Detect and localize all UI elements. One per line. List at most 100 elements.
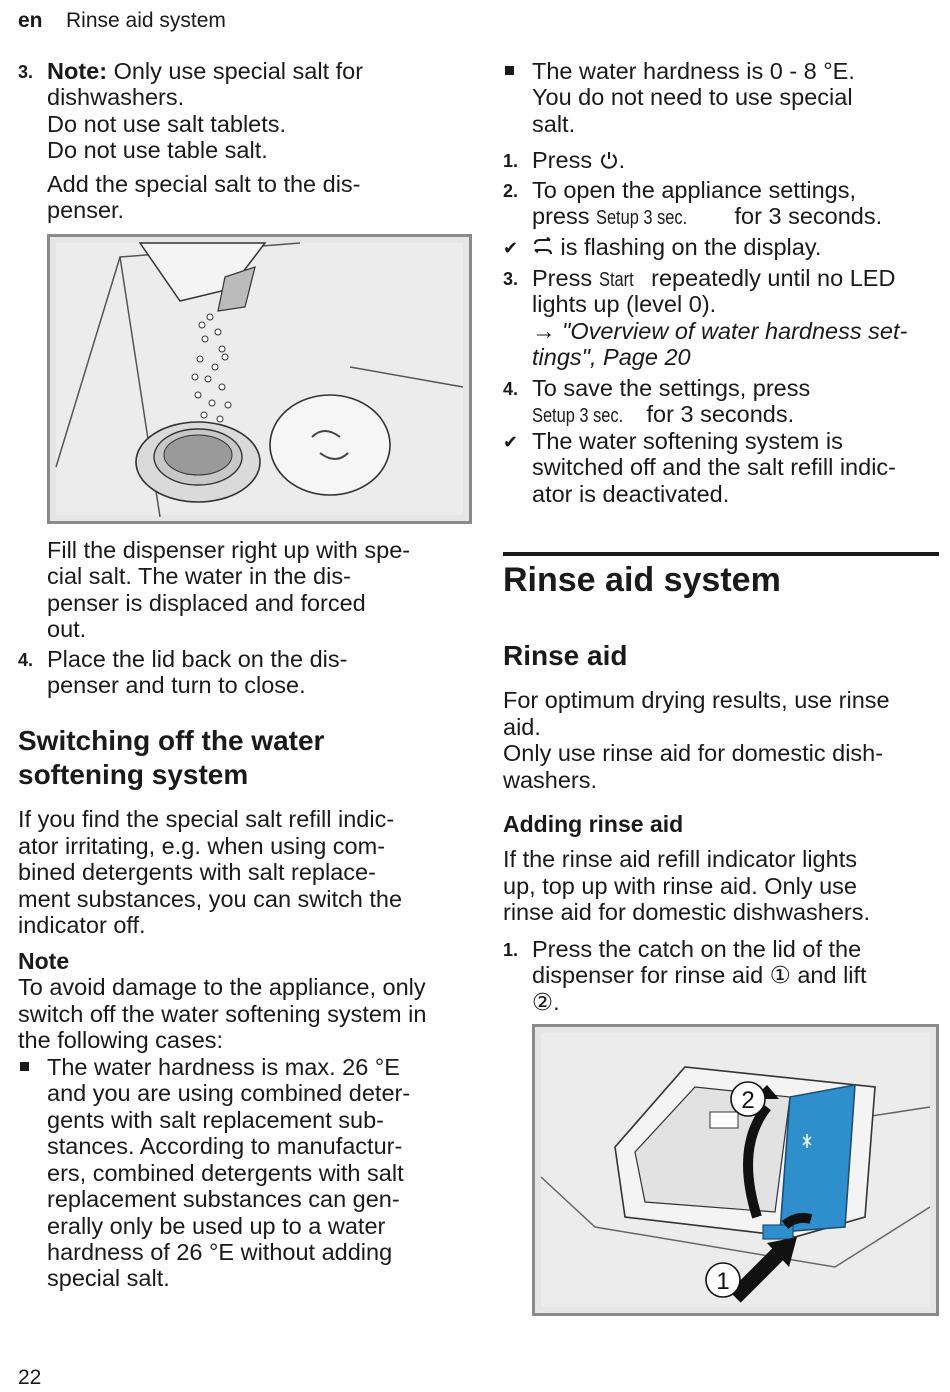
step-3-add-line: Add the special salt to the dis- <box>47 171 361 197</box>
paragraph-line: up, top up with rinse aid. Only use <box>503 873 858 899</box>
paragraph-line: washers. <box>503 767 598 793</box>
step-3-pre: Press <box>532 265 593 291</box>
bullet-line: salt. <box>532 111 576 137</box>
cross-reference[interactable]: tings", Page 20 <box>532 344 691 370</box>
step-4-line: Place the lid back on the dis- <box>47 646 348 672</box>
power-icon <box>600 152 617 169</box>
salt-dispenser-illustration <box>47 234 472 524</box>
step-number: 1. <box>503 151 519 171</box>
result-1-text: is flashing on the display. <box>560 234 822 260</box>
bullet-line: The water hardness is max. 26 °E <box>47 1054 400 1080</box>
check-icon: ✔ <box>503 432 519 452</box>
step-4-line: penser and turn to close. <box>47 672 306 698</box>
rinse-aid-catch <box>762 1224 794 1240</box>
step-4-line: To save the settings, press <box>532 375 811 401</box>
step-number: 3. <box>18 62 34 82</box>
step-3-line: Do not use table salt. <box>47 137 268 163</box>
intro-line: If you find the special salt refill indi… <box>18 806 395 832</box>
paragraph-line: aid. <box>503 714 541 740</box>
bullet-line: hardness of 26 °E without adding <box>47 1239 393 1265</box>
fill-line: Fill the dispenser right up with spe- <box>47 537 411 563</box>
step-4-text: Setup 3 sec. for 3 seconds. <box>532 401 794 430</box>
step-number: 4. <box>18 650 34 670</box>
step-3-line: dishwashers. <box>47 84 185 110</box>
subsection-title: Rinse aid <box>503 640 628 671</box>
bullet-line: The water hardness is 0 - 8 °E. <box>532 58 855 84</box>
check-icon: ✔ <box>503 238 519 258</box>
step-1-line: Press the catch on the lid of the <box>532 936 862 962</box>
rinse-aid-drawing: 2 1 <box>540 1033 931 1307</box>
paragraph-line: If the rinse aid refill indicator lights <box>503 846 857 872</box>
result-line: switched off and the salt refill indic- <box>532 454 896 480</box>
bullet-line: gents with salt replacement sub- <box>47 1107 384 1133</box>
note-line: To avoid damage to the appliance, only <box>18 974 426 1000</box>
bullet-line: You do not need to use special <box>532 84 853 110</box>
result-text: is flashing on the display. <box>532 234 821 261</box>
start-key-label: Start <box>598 269 634 291</box>
cross-reference[interactable]: → "Overview of water hardness set- <box>532 318 908 344</box>
bullet-line: stances. According to manufactur- <box>47 1133 403 1159</box>
step-3-line: Only use special salt for <box>113 58 364 84</box>
result-line: The water softening system is <box>532 428 843 454</box>
step-2-post: for 3 seconds. <box>734 203 883 229</box>
step-1-text: Press . <box>532 147 626 173</box>
section-title: Rinse aid system <box>503 561 781 599</box>
step-number: 1. <box>503 940 519 960</box>
paragraph-line: For optimum drying results, use rinse <box>503 687 890 713</box>
salt-granules <box>191 313 232 437</box>
rinse-aid-lid <box>779 1084 856 1233</box>
bullet-line: special salt. <box>47 1265 170 1291</box>
intro-line: indicator off. <box>18 912 146 938</box>
section-heading: Switching off the water <box>18 725 325 756</box>
intro-line: ment substances, you can switch the <box>18 886 403 912</box>
callout-1-label: 1 <box>716 1268 729 1295</box>
step-3-line: Do not use salt tablets. <box>47 111 287 137</box>
note-line: switch off the water softening system in <box>18 1001 427 1027</box>
callout-2-label: 2 <box>741 1087 754 1114</box>
bullet-line: ers, combined detergents with salt <box>47 1160 404 1186</box>
step-number: 4. <box>503 379 519 399</box>
step-number: 2. <box>503 181 519 201</box>
bullet-line: erally only be used up to a water <box>47 1213 386 1239</box>
step-number: 3. <box>503 269 519 289</box>
intro-line: ator irritating, e.g. when using com- <box>18 833 386 859</box>
bullet-line: and you are using combined deter- <box>47 1080 411 1106</box>
fill-line: penser is displaced and forced <box>47 590 366 616</box>
note-heading: Note <box>18 948 70 974</box>
intro-line: bined detergents with salt replace- <box>18 859 376 885</box>
section-heading: softening system <box>18 759 249 790</box>
result-line: ator is deactivated. <box>532 481 730 507</box>
paragraph-line: rinse aid for domestic dishwashers. <box>503 899 871 925</box>
step-2-line: To open the appliance settings, <box>532 177 857 203</box>
paragraph-line: Only use rinse aid for domestic dish- <box>503 740 884 766</box>
step-3-text: Press Start repeatedly until no LED <box>532 265 895 294</box>
step-3-line: lights up (level 0). <box>532 291 717 317</box>
bullet-line: replacement substances can gen- <box>47 1186 400 1212</box>
adding-heading: Adding rinse aid <box>503 811 684 837</box>
salt-indicator-icon <box>534 236 552 255</box>
setup-key-label: Setup 3 sec. <box>596 207 688 229</box>
callout-1 <box>705 1262 741 1298</box>
page-number: 22 <box>18 1366 42 1389</box>
step-2-text: press Setup 3 sec. for 3 seconds. <box>532 203 882 232</box>
salt-dispenser-drawing <box>55 242 464 518</box>
bullet-icon <box>20 1062 29 1071</box>
rinse-aid-dispenser-illustration: 2 1 <box>532 1024 939 1316</box>
step-1-label: Press <box>532 147 593 173</box>
callout-2 <box>730 1081 766 1117</box>
header-title: Rinse aid system <box>66 9 226 32</box>
step-3-add-line: penser. <box>47 197 125 223</box>
setup-key-label: Setup 3 sec. <box>532 405 624 427</box>
fill-line: cial salt. The water in the dis- <box>47 563 351 589</box>
bullet-icon <box>505 66 514 75</box>
step-1-line: ②. <box>532 989 560 1015</box>
step-2-pre: press <box>532 203 590 229</box>
step-3-text: Note: Only use special salt for <box>47 58 363 85</box>
step-4-post: for 3 seconds. <box>646 401 795 427</box>
fill-line: out. <box>47 616 87 642</box>
section-rule <box>503 552 939 556</box>
note-label: Note: <box>47 58 108 84</box>
step-3-post: repeatedly until no LED <box>651 265 896 291</box>
step-1-line: dispenser for rinse aid ① and lift <box>532 962 867 988</box>
note-line: the following cases: <box>18 1027 224 1053</box>
